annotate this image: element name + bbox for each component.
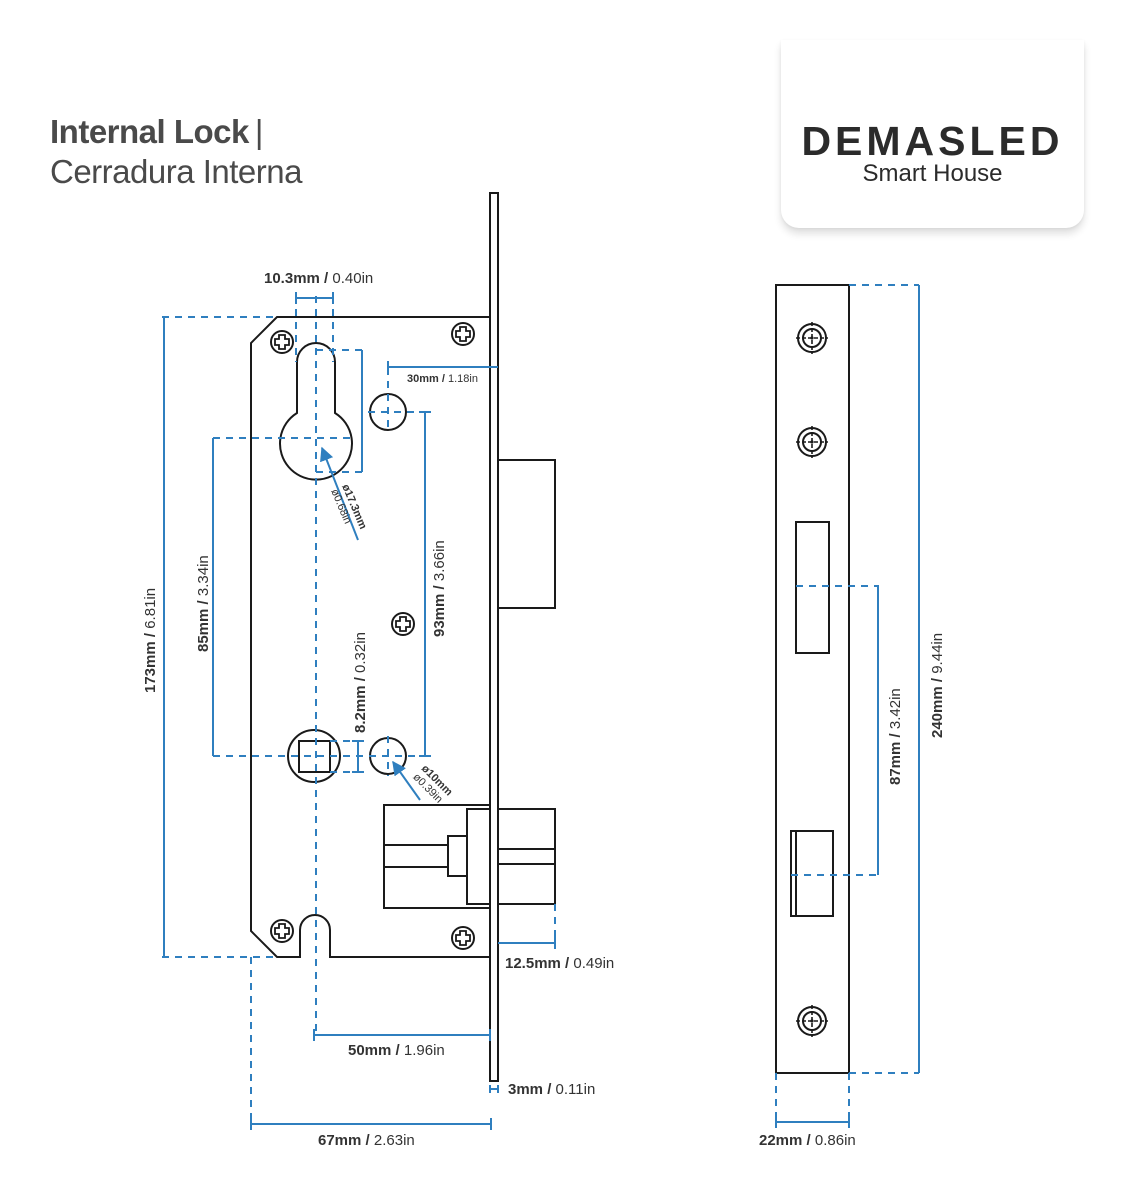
label-faceplate-height: 240mm / 9.44in [929,633,946,738]
label-body-height: 173mm / 6.81in [142,588,159,693]
latch-block [466,808,491,905]
hole-diameter-arrow [392,760,421,801]
label-keyhole-diameter: ø17.3mm ø0.68in [328,482,369,531]
title-english: Internal Lock| [50,112,302,152]
side-faceplate [775,284,850,1074]
dim-faceplate-width [775,1116,850,1128]
label-keyhole-spindle: 85mm / 3.34in [195,555,212,652]
latch-opening [790,830,834,917]
spindle-hub [287,729,341,783]
label-hole-spacing: 93mm / 3.66in [431,540,448,637]
dim-faceplate-thickness [489,1085,499,1093]
dim-latch-projection [498,937,556,949]
page-title: Internal Lock| Cerradura Interna [50,112,302,192]
dim-total-depth [250,1118,492,1130]
label-latch-projection: 12.5mm / 0.49in [505,955,614,972]
keyhole [279,342,353,481]
brand-tagline: Smart House [862,160,1003,187]
latch-bolt [497,808,556,905]
brand-card: DEMASLED Smart House [781,40,1084,228]
deadbolt [497,459,556,609]
spindle-square [298,740,331,773]
dim-hole-offset [387,361,498,373]
label-bolt-latch: 87mm / 3.42in [887,688,904,785]
label-hole-offset: 30mm / 1.18in [407,373,478,385]
screw-hole-icon [795,321,829,355]
label-spindle-square: 8.2mm / 0.32in [352,632,369,733]
label-total-depth: 67mm / 2.63in [318,1132,415,1149]
label-backset: 50mm / 1.96in [348,1042,445,1059]
screw-hole-icon [795,425,829,459]
lock-body [250,316,490,958]
dim-keyhole-width [295,292,334,304]
dim-backset [313,1029,491,1041]
bolt-opening [795,521,830,654]
front-faceplate [489,192,499,1082]
brand-name: DEMASLED [801,118,1064,164]
title-english-text: Internal Lock [50,113,249,150]
label-hole-diameter: ø10mm ø0.39in [410,763,454,806]
screw-icon [391,612,415,636]
label-faceplate-width: 22mm / 0.86in [759,1132,856,1149]
title-spanish: Cerradura Interna [50,153,302,190]
screw-icon [451,322,475,346]
keyhole-diameter-arrow [320,446,359,541]
screw-icon [270,330,294,354]
label-faceplate-thickness: 3mm / 0.11in [508,1081,595,1098]
latch-stem [447,835,468,877]
label-keyhole-width: 10.3mm / 0.40in [264,270,373,287]
screw-hole-icon [795,1004,829,1038]
latch-housing [383,804,491,909]
title-separator: | [254,113,264,150]
side-view: 240mm / 9.44in 87mm / 3.42in 22mm / 0.86… [759,284,946,1149]
screw-icon [451,926,475,950]
front-view: 10.3mm / 0.40in 30mm / 1.18in ø17.3mm ø0… [142,192,614,1149]
screw-icon [270,919,294,943]
